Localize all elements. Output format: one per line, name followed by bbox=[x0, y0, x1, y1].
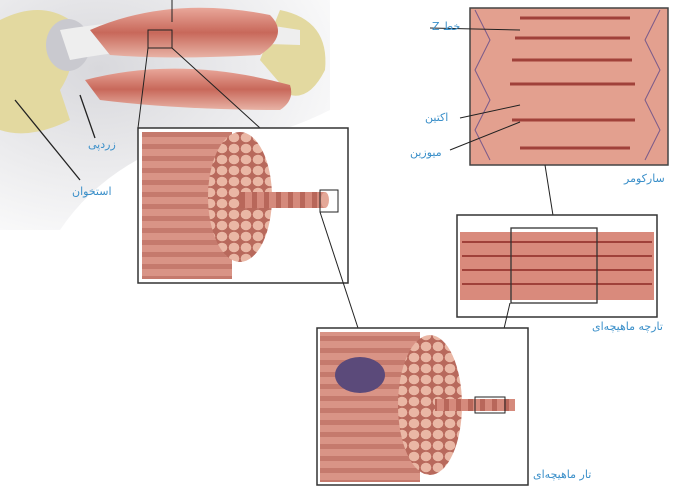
label-myosin: میوزین bbox=[410, 146, 442, 159]
forearm-muscle bbox=[85, 68, 292, 110]
sarcomere-panel bbox=[429, 7, 669, 229]
label-myofibril: تارچه ماهیچه‌ای bbox=[592, 320, 663, 333]
myofibril-panel bbox=[456, 214, 658, 398]
biceps-muscle bbox=[90, 7, 278, 58]
label-muscle-fiber: تار ماهیچه‌ای bbox=[533, 468, 592, 481]
arm-illustration bbox=[0, 0, 330, 230]
label-z-line: خط Z bbox=[432, 20, 461, 33]
label-actin: اکتین bbox=[425, 111, 449, 124]
fascicle-panel bbox=[137, 127, 359, 329]
label-sarcomere: سارکومر bbox=[624, 172, 665, 185]
label-bone: استخوان bbox=[72, 185, 112, 198]
muscle-fiber-panel bbox=[316, 327, 529, 486]
label-tendon: زردپی bbox=[88, 138, 116, 151]
